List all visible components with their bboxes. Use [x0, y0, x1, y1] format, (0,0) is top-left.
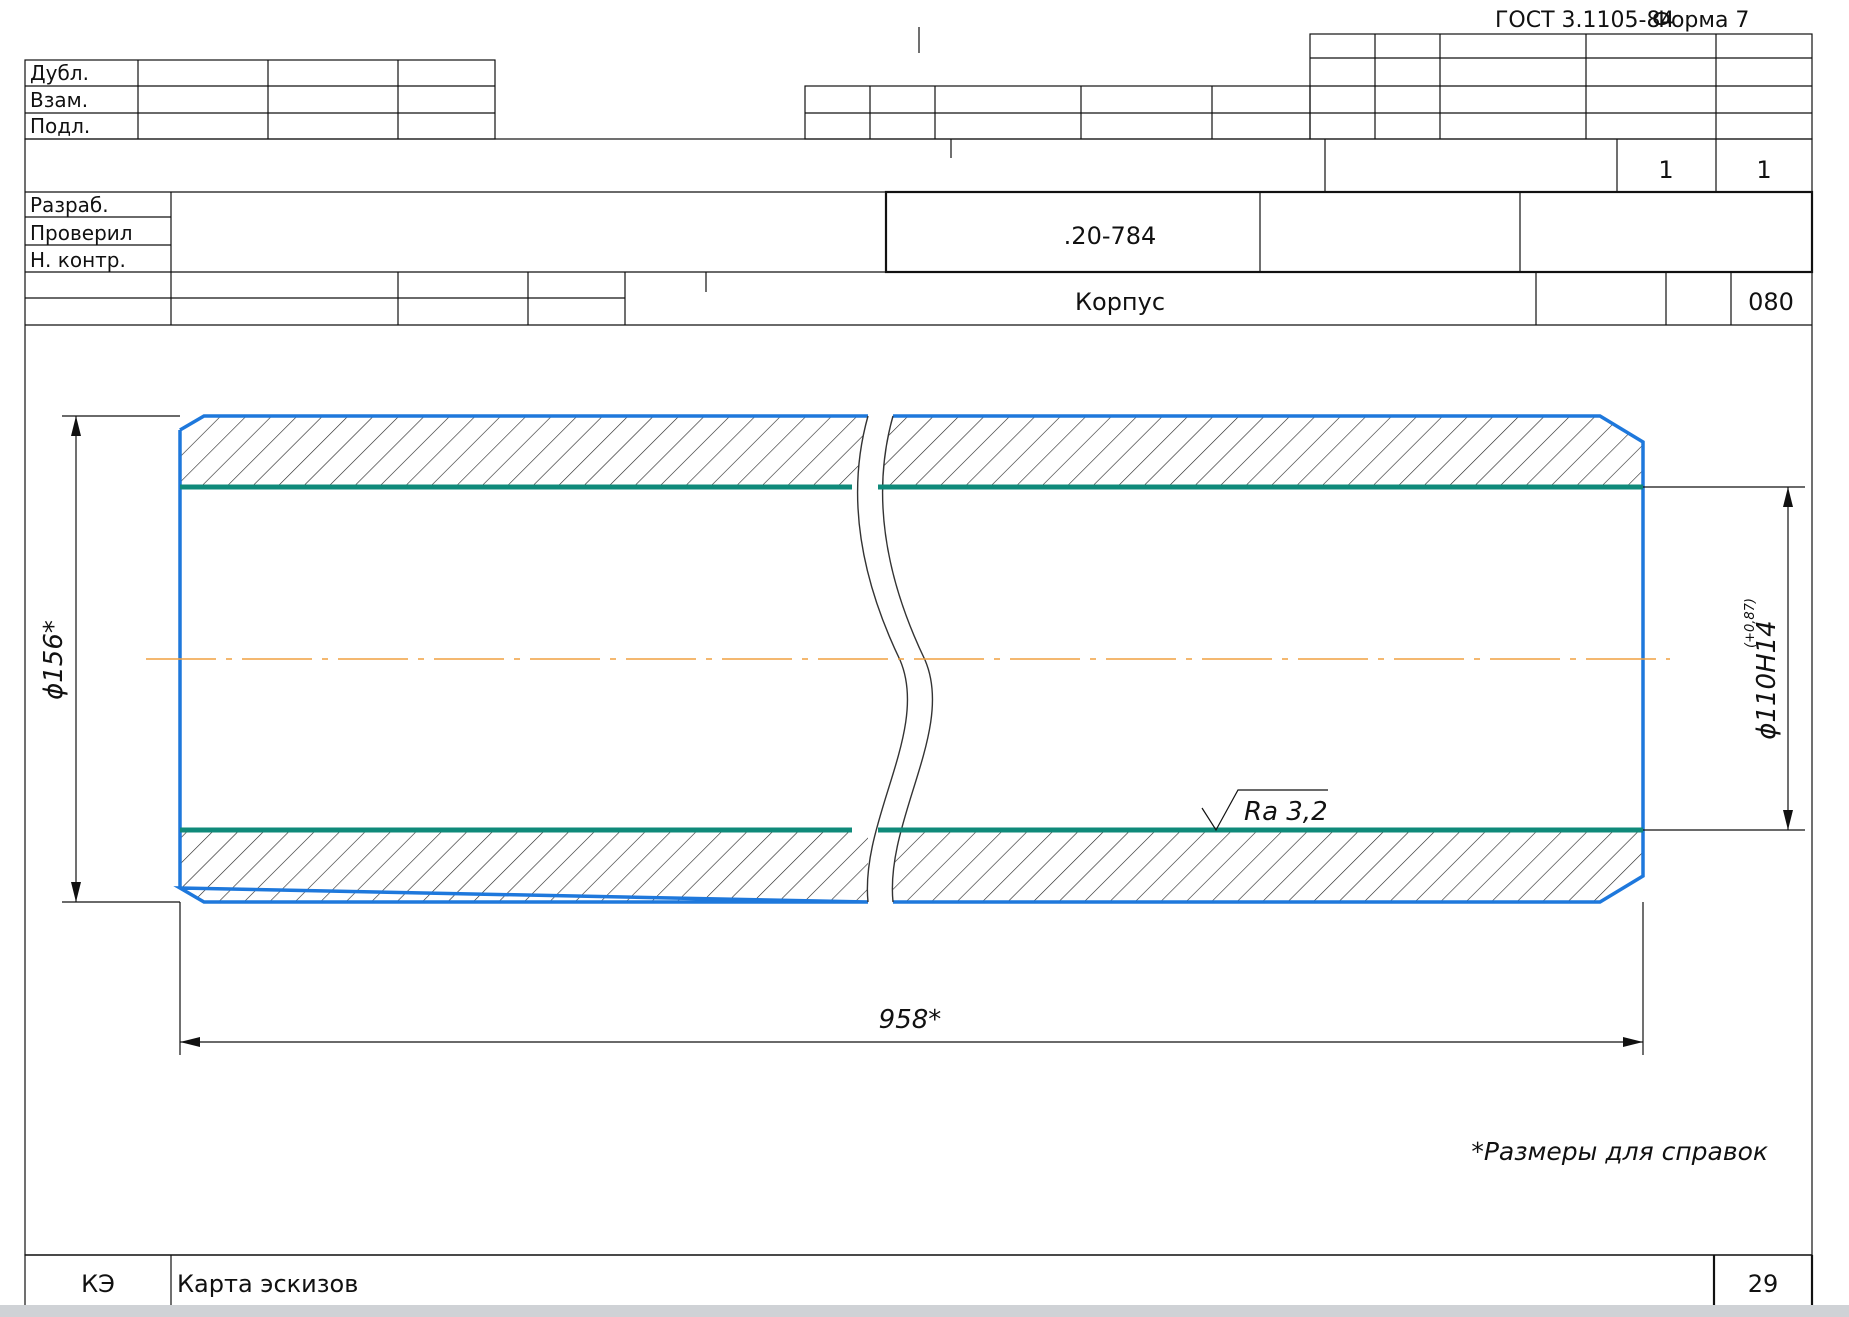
footer-doc-title: Карта эскизов [177, 1270, 358, 1298]
outer-diameter-label: ϕ156* [39, 620, 69, 700]
footer-page-number: 29 [1748, 1270, 1779, 1298]
sheet-number: 1 [1658, 156, 1673, 184]
part-name: Корпус [1075, 288, 1165, 316]
break-gap [857, 416, 933, 902]
top-wall-left-hatch [180, 416, 868, 487]
signature-norm-control: Н. контр. [30, 248, 126, 272]
dimension-lines [62, 415, 1805, 1055]
document-code: .20-784 [1064, 222, 1157, 250]
bottom-wall-right-hatch [878, 830, 1643, 902]
operation-number: 080 [1748, 288, 1794, 316]
bottom-wall-left-hatch [180, 830, 868, 902]
reference-note: *Размеры для справок [1471, 1137, 1768, 1166]
break-line-right [881, 415, 934, 903]
side-label-dubl: Дубл. [30, 61, 89, 85]
side-label-vzam: Взам. [30, 88, 88, 112]
signature-developer: Разраб. [30, 193, 109, 217]
window-bottom-bar [0, 1305, 1849, 1317]
break-line-left [856, 415, 909, 903]
footer-doc-type: КЭ [81, 1270, 115, 1298]
signature-checker: Проверил [30, 221, 133, 245]
form-standard: ГОСТ 3.1105-84 [1495, 8, 1674, 33]
side-label-podl: Подл. [30, 114, 90, 138]
inner-diameter-label: ϕ110H14 [1752, 620, 1782, 739]
roughness-symbol [1201, 789, 1328, 832]
length-label: 958* [879, 1005, 942, 1035]
sheet-total: 1 [1756, 156, 1771, 184]
roughness-label: Ra 3,2 [1244, 797, 1328, 827]
part-section-view [146, 414, 1670, 904]
form-number: Форма 7 [1652, 8, 1749, 33]
inner-diameter-tolerance: (+0,87) [1743, 598, 1758, 648]
top-wall-right-hatch [878, 416, 1643, 487]
